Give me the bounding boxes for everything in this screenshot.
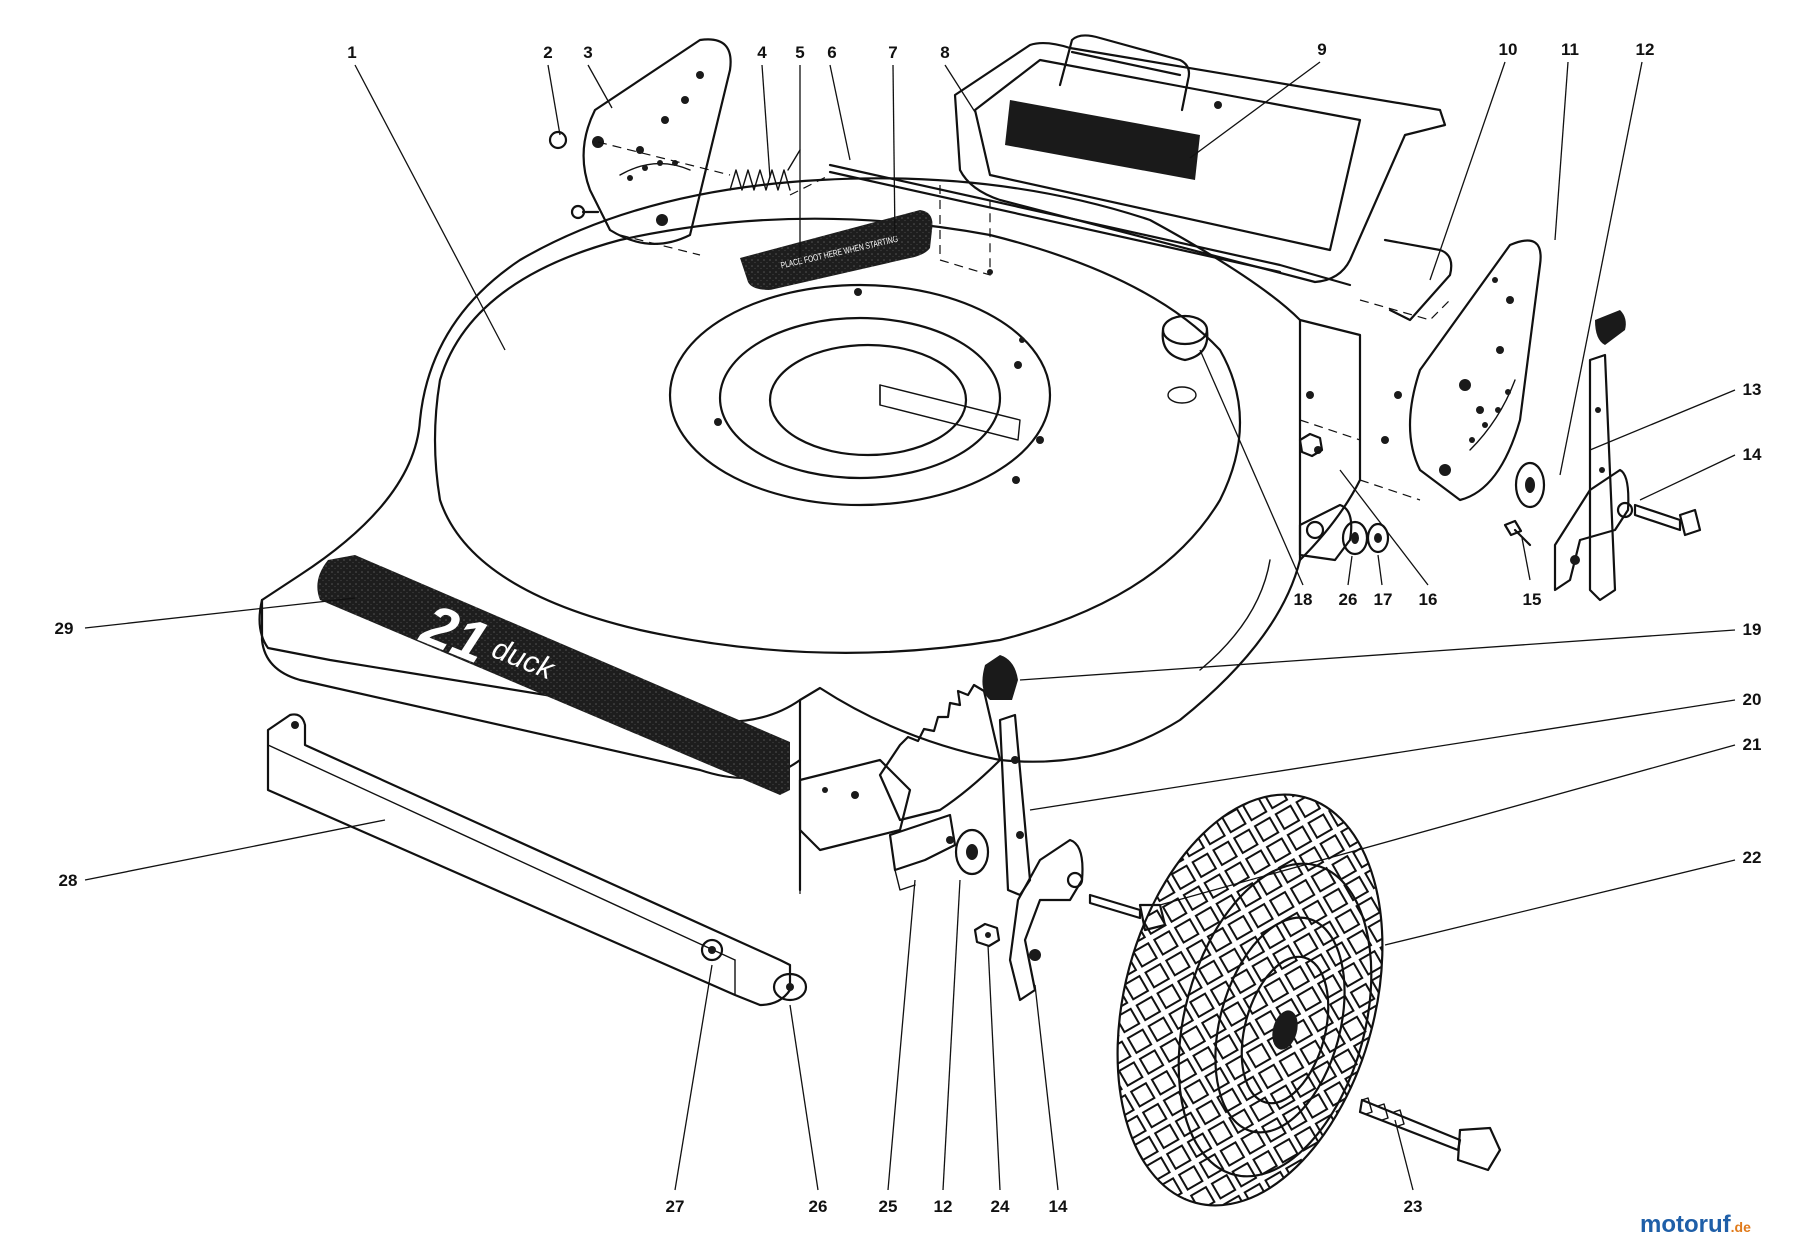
callout-18: 18: [1294, 590, 1313, 609]
deck-model-decal: 21 duck: [317, 555, 790, 795]
rear-axle-rod: [828, 163, 1352, 287]
rear-flap: [953, 34, 1447, 284]
front-wheel: [1116, 793, 1502, 1207]
callout-7: 7: [888, 43, 897, 62]
front-height-adjuster: [798, 655, 1167, 1002]
callout-25: 25: [879, 1197, 898, 1216]
rear-height-adjuster-right: [1298, 238, 1702, 602]
callout-4: 4: [757, 43, 767, 62]
callout-9: 9: [1317, 40, 1326, 59]
callout-22: 22: [1743, 848, 1762, 867]
callout-12-top: 12: [1636, 40, 1655, 59]
watermark-logo: motoruf.de: [1640, 1211, 1751, 1238]
callout-1: 1: [347, 43, 356, 62]
front-bumper-bar: [266, 713, 808, 1007]
callout-8: 8: [940, 43, 949, 62]
callout-19: 19: [1743, 620, 1762, 639]
callout-24: 24: [991, 1197, 1010, 1216]
watermark-tld: .de: [1731, 1219, 1751, 1235]
callout-27: 27: [666, 1197, 685, 1216]
callout-23: 23: [1404, 1197, 1423, 1216]
callout-28: 28: [59, 871, 78, 890]
svg-text:motoruf.de: motoruf.de: [1640, 1211, 1751, 1238]
callout-20: 20: [1743, 690, 1762, 709]
callout-5: 5: [795, 43, 804, 62]
callout-29: 29: [55, 619, 74, 638]
callout-26-top: 26: [1339, 590, 1358, 609]
callout-labels: 1 2 3 4 5 6 7 8 9 10 11 12 13 14 15 16 1…: [55, 40, 1762, 1216]
callout-6: 6: [827, 43, 836, 62]
callout-15: 15: [1523, 590, 1542, 609]
callout-11: 11: [1561, 40, 1579, 59]
callout-2: 2: [543, 43, 552, 62]
callout-26-bottom: 26: [809, 1197, 828, 1216]
leader-lines: [84, 61, 1736, 1191]
mower-deck-housing: [258, 177, 1362, 900]
callout-13: 13: [1743, 380, 1762, 399]
callout-21: 21: [1743, 735, 1762, 754]
callout-3: 3: [583, 43, 592, 62]
callout-14-right: 14: [1743, 445, 1762, 464]
callout-10: 10: [1499, 40, 1518, 59]
callout-12-bottom: 12: [934, 1197, 953, 1216]
callout-16: 16: [1419, 590, 1438, 609]
warning-decal: PLACE FOOT HERE WHEN STARTING: [740, 210, 933, 290]
watermark-main: motoruf: [1640, 1211, 1732, 1238]
callout-14-bottom: 14: [1049, 1197, 1068, 1216]
callout-17: 17: [1374, 590, 1393, 609]
rear-height-bracket-left: [548, 38, 831, 256]
